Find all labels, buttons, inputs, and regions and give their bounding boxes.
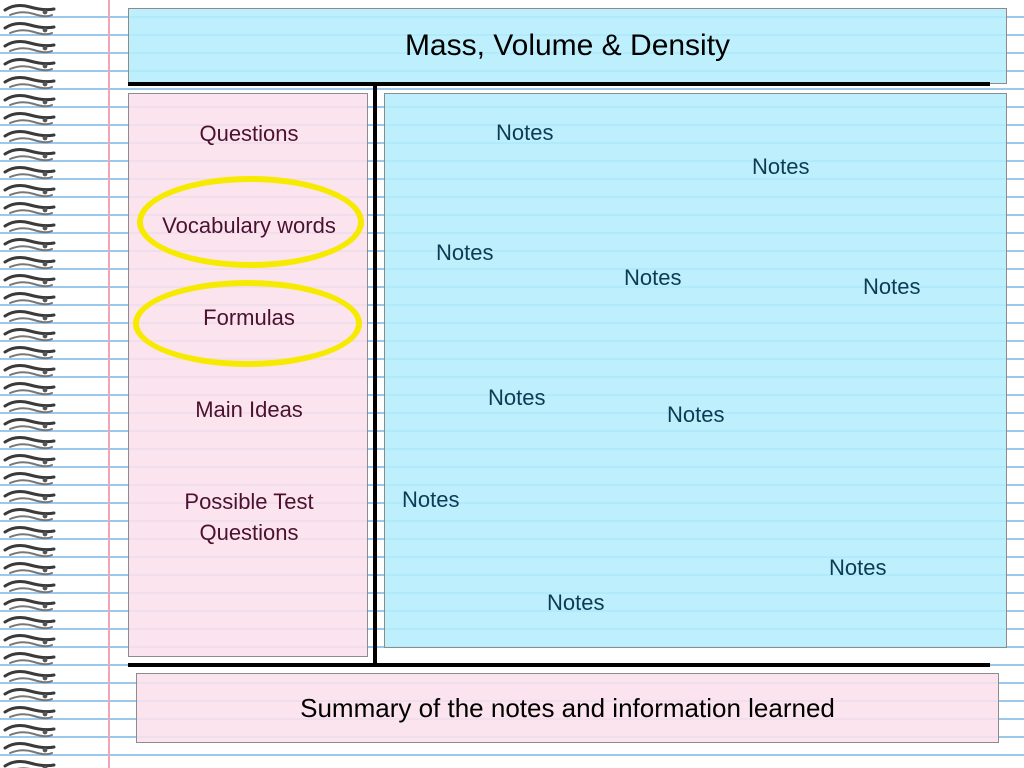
- label-possible-test: Possible Test: [184, 489, 314, 514]
- note-8: Notes: [402, 487, 460, 512]
- divider-top: [128, 82, 990, 86]
- spiral-binding-icon: [3, 4, 56, 768]
- notebook-margin-line: [108, 0, 110, 768]
- note-4: Notes: [624, 265, 682, 290]
- label-main-ideas: Main Ideas: [195, 397, 303, 422]
- note-1: Notes: [496, 120, 554, 145]
- formulas-highlight-circle: [133, 280, 362, 367]
- note-3: Notes: [436, 240, 494, 265]
- vocabulary-highlight-circle: [137, 176, 364, 268]
- divider-bottom: [128, 663, 990, 667]
- note-5: Notes: [863, 274, 921, 299]
- note-6: Notes: [488, 385, 546, 410]
- note-9: Notes: [829, 555, 887, 580]
- divider-vertical: [373, 86, 377, 664]
- label-questions: Questions: [199, 121, 299, 146]
- title-box: Mass, Volume & Density: [128, 8, 1007, 84]
- notes-column: Notes Notes Notes Notes Notes Notes Note…: [384, 93, 1007, 648]
- note-10: Notes: [547, 590, 605, 615]
- page-title: Mass, Volume & Density: [404, 29, 731, 62]
- summary-text: Summary of the notes and information lea…: [300, 692, 835, 723]
- label-questions-2: Questions: [199, 520, 299, 545]
- note-2: Notes: [752, 154, 810, 179]
- summary-box: Summary of the notes and information lea…: [136, 673, 999, 743]
- note-7: Notes: [667, 402, 725, 427]
